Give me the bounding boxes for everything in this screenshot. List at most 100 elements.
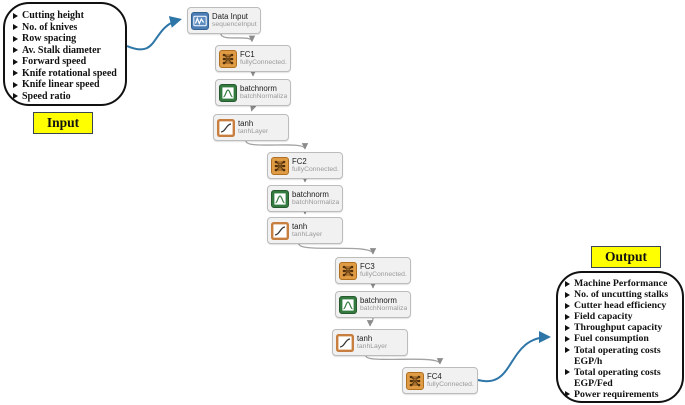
layer-subtitle: tanhLayer [292, 231, 323, 239]
input-parameters-list: Cutting height No. of knives Row spacing… [13, 10, 123, 102]
layer-title: batchnorm [292, 189, 329, 199]
list-item: Row spacing [13, 33, 123, 45]
layer-subtitle: fullyConnected... [360, 271, 407, 279]
layer-subtitle: batchNormaliza... [292, 199, 339, 207]
sequence-input-icon [191, 11, 209, 30]
output-item-label: No. of uncutting stalks [574, 289, 669, 301]
output-item-label: Fuel consumption [574, 333, 649, 345]
list-item: Field capacity [565, 311, 680, 322]
fully-connected-icon [406, 371, 424, 390]
output-parameters-panel: Machine Performance No. of uncutting sta… [556, 271, 684, 403]
layer-title: Data Input [212, 11, 248, 21]
fully-connected-icon [271, 156, 289, 175]
list-item: No. of uncutting stalks [565, 289, 680, 300]
arrow-bullet-icon [13, 35, 18, 42]
list-item: Cutter head efficiency [565, 300, 680, 311]
arrow-bullet-icon [13, 70, 18, 76]
output-item-label: Throughput capacity [574, 322, 663, 334]
layer-subtitle: fullyConnected... [427, 381, 474, 389]
output-item-label: Machine Performance [574, 278, 668, 289]
connector-batchnorm1-tanh1 [250, 104, 257, 112]
arrow-bullet-icon [565, 335, 570, 342]
layer-subtitle: tanhLayer [238, 128, 269, 136]
arrow-bullet-icon [13, 24, 18, 30]
input-item-label: Forward speed [22, 56, 87, 67]
layer-title: FC2 [292, 156, 307, 166]
list-item: Fuel consumption [565, 333, 680, 344]
input-item-label: Cutting height [22, 10, 84, 21]
list-item: Forward speed [13, 56, 123, 68]
layer-title: tanh [357, 333, 373, 343]
connector-tanh2-fc3 [298, 243, 377, 255]
layer-subtitle: batchNormaliza... [240, 93, 287, 101]
tanh-icon [271, 221, 289, 240]
batch-normalization-icon [271, 189, 289, 208]
layer-title: tanh [292, 221, 308, 231]
output-item-label: Total operating costs [574, 366, 661, 378]
arrow-bullet-icon [565, 313, 570, 320]
input-item-label: No. of knives [22, 21, 78, 33]
arrow-bullet-icon [565, 291, 570, 298]
layer-subtitle: batchNormaliza... [360, 305, 407, 313]
input-item-label: Speed ratio [22, 90, 71, 102]
list-item: Av. Stalk diameter [13, 45, 123, 57]
layer-subtitle: sequenceInput... [212, 21, 257, 29]
connector-batchnorm3-tanh3 [366, 317, 374, 327]
layer-title: FC4 [427, 371, 442, 381]
list-item: No. of knives [13, 22, 123, 34]
batch-normalization-icon [339, 295, 357, 314]
input-tag: Input [33, 112, 93, 134]
layer-title: FC1 [240, 49, 255, 59]
layer-title: tanh [238, 118, 254, 128]
list-item: Knife rotational speed [13, 68, 123, 80]
arrow-network-to-output [477, 331, 551, 383]
arrow-bullet-icon [565, 324, 570, 331]
list-item: Machine Performance [565, 278, 680, 289]
layer-title: FC3 [360, 261, 375, 271]
arrow-bullet-icon [565, 347, 570, 354]
output-parameters-list: Machine Performance No. of uncutting sta… [565, 278, 680, 400]
input-item-label: Knife rotational speed [22, 67, 117, 79]
layer-subtitle: tanhLayer [357, 343, 388, 351]
arrow-bullet-icon [565, 391, 570, 398]
input-parameters-panel: Cutting height No. of knives Row spacing… [3, 2, 127, 106]
output-item-sublabel: EGP/Fed [574, 377, 613, 389]
arrow-bullet-icon [13, 81, 18, 88]
output-item-label: Power requirements [574, 388, 659, 400]
connector-tanh1-fc2 [245, 140, 309, 150]
layer-subtitle: fullyConnected... [240, 59, 287, 67]
list-item: Knife linear speed [13, 79, 123, 91]
layer-subtitle: fullyConnected... [292, 166, 339, 174]
input-item-label: Row spacing [22, 33, 77, 44]
arrow-bullet-icon [13, 93, 18, 99]
connector-datainput-fc1 [220, 33, 256, 43]
list-item: Speed ratio [13, 91, 123, 103]
arrow-bullet-icon [565, 280, 570, 287]
list-item: Cutting height [13, 10, 123, 22]
arrow-bullet-icon [565, 302, 570, 309]
output-item-label: Field capacity [574, 311, 633, 323]
arrow-bullet-icon [13, 58, 18, 65]
input-item-label: Knife linear speed [22, 79, 100, 90]
batch-normalization-icon [219, 83, 237, 102]
connector-tanh3-fc4 [365, 355, 444, 365]
output-item-label: Cutter head efficiency [574, 300, 667, 312]
layer-title: batchnorm [240, 83, 277, 93]
tanh-icon [336, 333, 354, 352]
output-item-label: Total operating costs [574, 344, 661, 356]
